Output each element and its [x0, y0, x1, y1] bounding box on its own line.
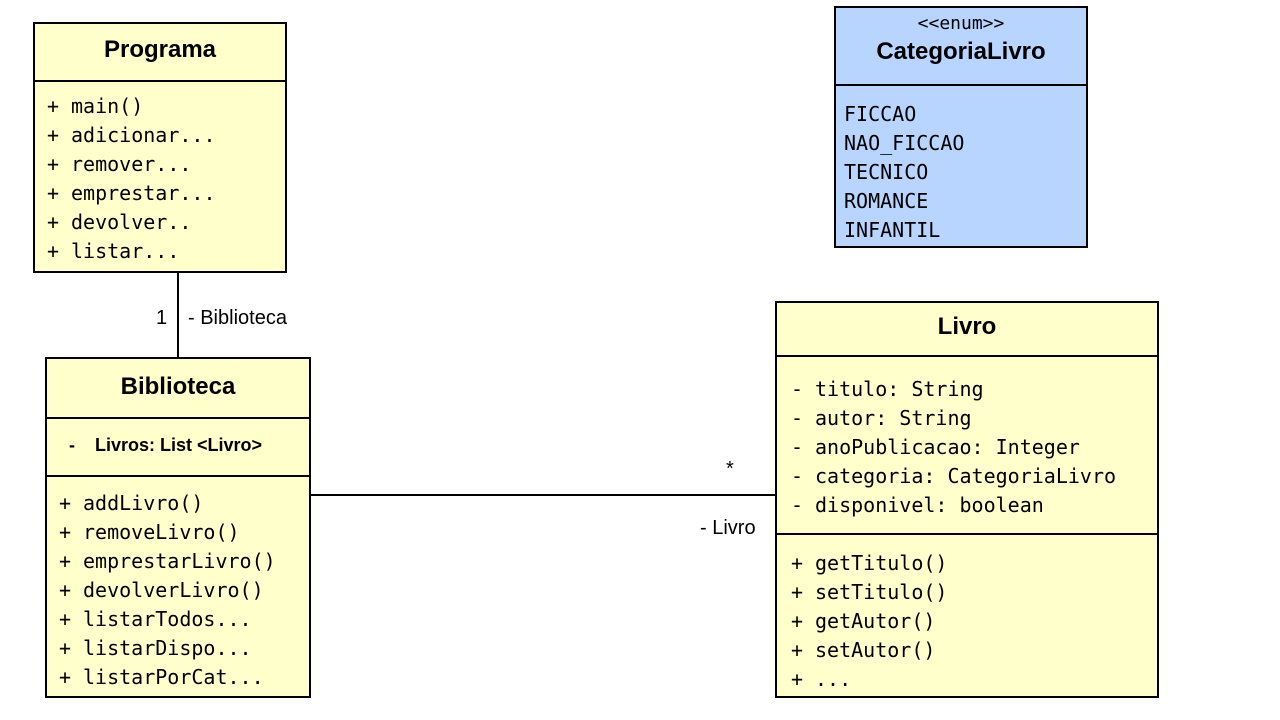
association-line-biblioteca-livro: [311, 494, 775, 496]
attribute-row: -disponivel: boolean: [791, 493, 1044, 517]
enum-value: INFANTIL: [844, 218, 941, 242]
method-row: +...: [791, 667, 852, 691]
class-name: Biblioteca: [47, 359, 309, 419]
enum-header: <<enum>> CategoriaLivro: [836, 8, 1086, 86]
attribute-row: -autor: String: [791, 406, 972, 430]
enum-categoria-livro: <<enum>> CategoriaLivro FICCAO NAO_FICCA…: [834, 6, 1088, 248]
attributes-section: -titulo: String -autor: String -anoPubli…: [777, 357, 1157, 533]
attribute-row: -categoria: CategoriaLivro: [791, 464, 1117, 488]
method-row: +listar...: [47, 239, 180, 263]
attribute-text: Livros: List <Livro>: [95, 435, 263, 455]
method-row: +remover...: [47, 152, 192, 176]
association-line-programa-biblioteca: [177, 273, 179, 357]
enum-value: FICCAO: [844, 102, 917, 126]
method-row: +emprestarLivro(): [59, 549, 276, 573]
method-row: +adicionar...: [47, 123, 216, 147]
method-row: +listarTodos...: [59, 607, 252, 631]
method-row: +listarDispo...: [59, 636, 252, 660]
attributes-section: -Livros: List <Livro>: [47, 419, 309, 475]
method-row: +devolver..: [47, 210, 192, 234]
method-row: +getAutor(): [791, 609, 936, 633]
method-row: +main(): [47, 94, 144, 118]
role-label: - Livro: [700, 517, 756, 539]
enum-stereotype: <<enum>>: [917, 13, 1005, 34]
methods-section: +main() +adicionar... +remover... +empre…: [35, 82, 285, 266]
class-livro: Livro -titulo: String -autor: String -an…: [775, 301, 1159, 698]
role-label: - Biblioteca: [188, 307, 287, 329]
enum-value: NAO_FICCAO: [844, 131, 965, 155]
method-row: +setTitulo(): [791, 580, 948, 604]
enum-values: FICCAO NAO_FICCAO TECNICO ROMANCE INFANT…: [836, 86, 1086, 245]
methods-section: +addLivro() +removeLivro() +emprestarLiv…: [47, 475, 309, 692]
enum-name: CategoriaLivro: [876, 38, 1046, 65]
attribute-row: -anoPublicacao: Integer: [791, 435, 1080, 459]
method-row: +listarPorCat...: [59, 665, 264, 689]
method-row: +emprestar...: [47, 181, 216, 205]
enum-value: TECNICO: [844, 160, 929, 184]
method-row: +devolverLivro(): [59, 578, 264, 602]
method-row: +removeLivro(): [59, 520, 240, 544]
attribute-visibility: -: [69, 435, 75, 455]
multiplicity-label: 1: [156, 307, 168, 329]
multiplicity-label: *: [726, 458, 734, 480]
class-name: Livro: [777, 303, 1157, 357]
class-biblioteca: Biblioteca -Livros: List <Livro> +addLiv…: [45, 357, 311, 698]
method-row: +setAutor(): [791, 638, 936, 662]
method-row: +addLivro(): [59, 491, 204, 515]
attribute-row: -titulo: String: [791, 377, 984, 401]
methods-section: +getTitulo() +setTitulo() +getAutor() +s…: [777, 533, 1157, 694]
method-row: +getTitulo(): [791, 551, 948, 575]
class-name: Programa: [35, 24, 285, 82]
class-programa: Programa +main() +adicionar... +remover.…: [33, 22, 287, 273]
enum-value: ROMANCE: [844, 189, 929, 213]
